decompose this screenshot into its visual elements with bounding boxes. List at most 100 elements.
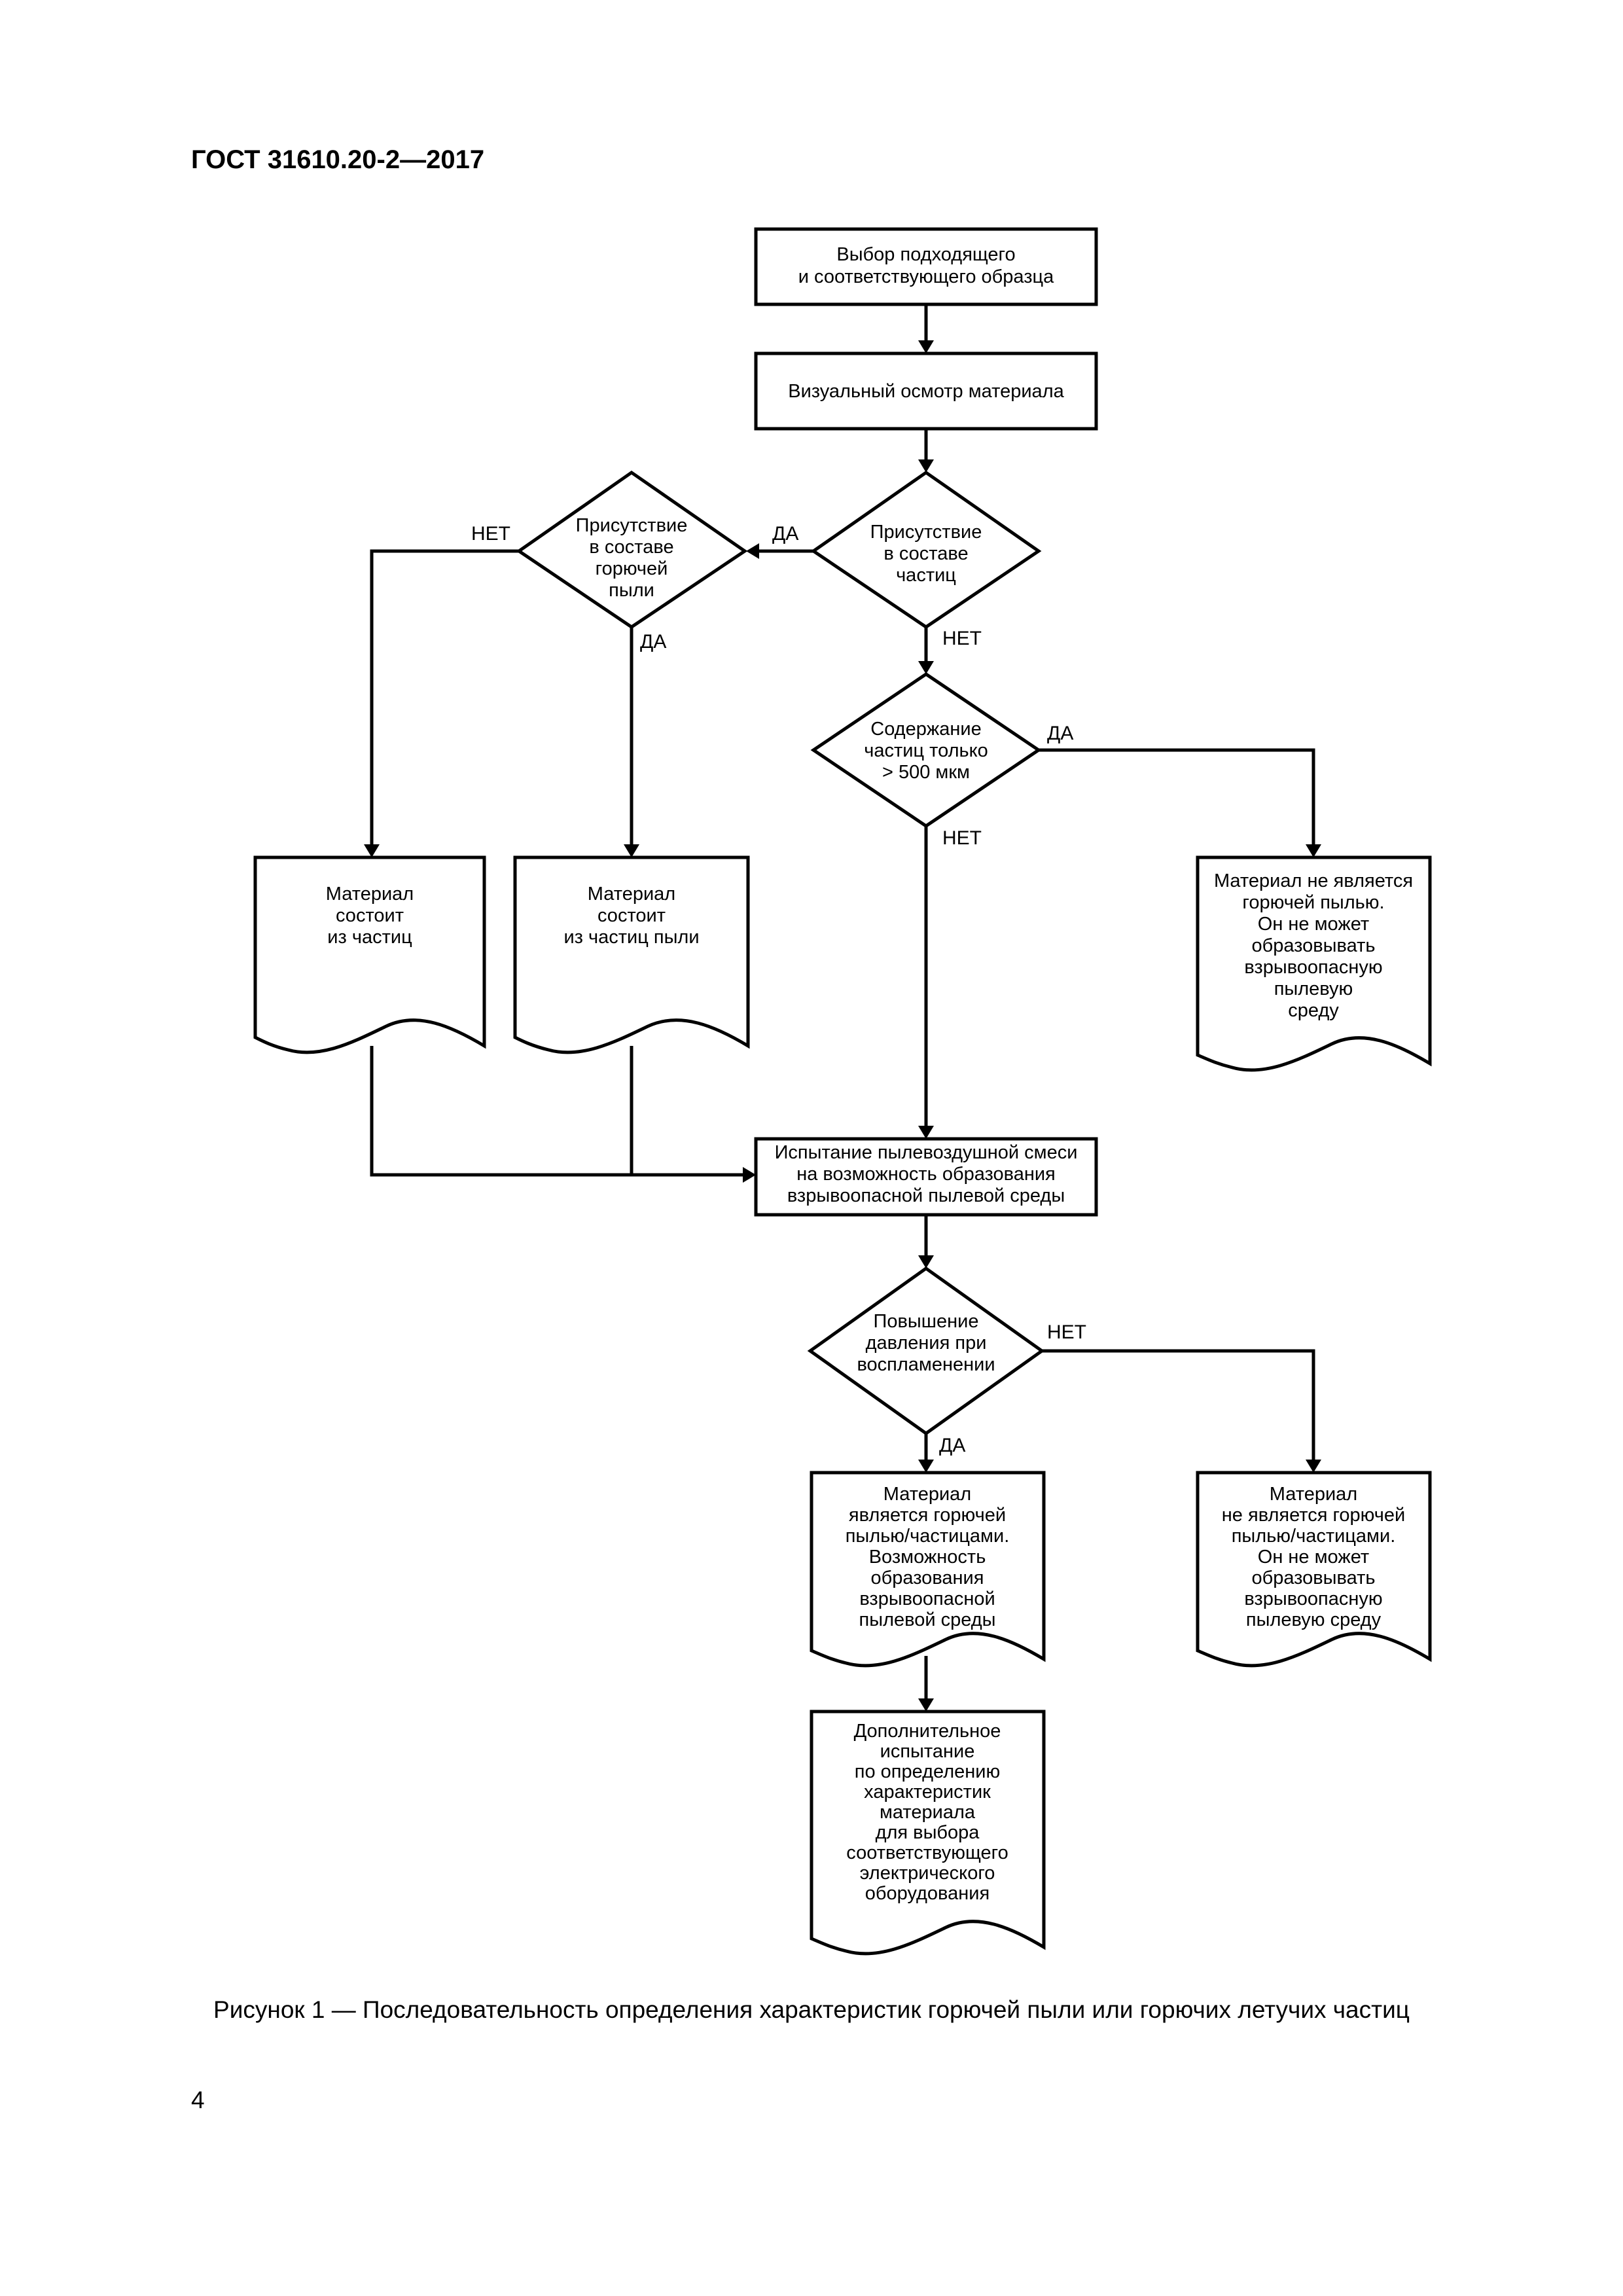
node-text-line: горючей пылью.: [1242, 892, 1384, 913]
node-text-line: является горючей: [849, 1505, 1006, 1526]
arrowhead: [918, 1460, 934, 1473]
node-text-line: давления при: [866, 1333, 987, 1354]
connectors: [364, 304, 1321, 1712]
arrow-dust-no-to-material-particles: [370, 549, 519, 851]
node-text-line: частиц только: [864, 740, 988, 761]
node-text-line: пыли: [609, 580, 654, 601]
node-text-line: и соответствующего образца: [798, 266, 1054, 287]
node-mixture-test: Испытание пылевоздушной смеси на возможн…: [754, 1137, 1098, 1217]
page-number: 4: [191, 2087, 205, 2113]
node-text-line: Он не может: [1258, 914, 1369, 935]
label-yes: ДА: [1047, 723, 1073, 744]
node-text-line: состоит: [336, 905, 404, 926]
arrowhead: [918, 1255, 934, 1268]
label-no: НЕТ: [471, 523, 510, 545]
node-text-line: Испытание пылевоздушной смеси: [775, 1142, 1078, 1163]
arrowhead: [918, 661, 934, 674]
node-text-line: оборудования: [865, 1883, 990, 1904]
arrow-size-yes-to-not-combustible: [1039, 748, 1315, 851]
node-text-line: взрывоопасную: [1244, 1588, 1382, 1609]
node-visual-inspection: Визуальный осмотр материала: [754, 351, 1098, 431]
node-text-line: образования: [871, 1568, 984, 1588]
node-text-line: не является горючей: [1222, 1505, 1405, 1526]
node-text-line: материала: [880, 1802, 976, 1823]
node-text-line: Возможность: [869, 1547, 986, 1568]
node-text-line: среду: [1288, 1000, 1339, 1021]
standard-header: ГОСТ 31610.20-2—2017: [191, 145, 485, 174]
node-text-line: в составе: [589, 537, 673, 558]
node-text-line: испытание: [880, 1741, 975, 1762]
node-text-line: Содержание: [870, 719, 981, 740]
node-not-combustible: Материал не является горючей пылью. Он н…: [1196, 855, 1432, 1072]
node-text-line: из частиц: [327, 927, 412, 948]
node-text-line: из частиц пыли: [563, 927, 699, 948]
node-text-line: на возможность образования: [796, 1164, 1056, 1185]
node-text-line: для выбора: [876, 1822, 980, 1843]
arrowhead: [918, 459, 934, 473]
arrowhead: [364, 844, 380, 857]
node-text-line: частиц: [896, 565, 956, 586]
node-text-line: характеристик: [864, 1782, 991, 1803]
node-select-sample: Выбор подходящего и соответствующего обр…: [754, 227, 1098, 306]
node-text-line: взрывоопасной пылевой среды: [787, 1185, 1065, 1206]
node-is-combustible: Материал является горючей пылью/частицам…: [810, 1471, 1046, 1668]
node-text-line: взрывоопасной: [859, 1588, 995, 1609]
edge-labels: ДА НЕТ ДА НЕТ ДА НЕТ НЕТ ДА: [471, 523, 1086, 1456]
node-text-line: Присутствие: [576, 515, 688, 536]
arrowhead: [1306, 844, 1321, 857]
node-pressure-rise: Повышение давления при воспламенении: [807, 1266, 1045, 1436]
node-text-line: образовывать: [1252, 935, 1376, 956]
node-text-line: > 500 мкм: [882, 762, 970, 783]
node-text-line: пылью/частицами.: [846, 1526, 1010, 1547]
node-material-particles: Материал состоит из частиц: [253, 855, 486, 1054]
node-size-check: Содержание частиц только > 500 мкм: [810, 672, 1042, 829]
arrow-pressure-no-to-not-combustible: [1042, 1349, 1315, 1466]
node-text-line: Материал: [588, 884, 675, 905]
node-text-line: горючей: [596, 558, 668, 579]
arrow-materials-to-mixture: [370, 1046, 746, 1177]
node-text-line: Материал: [883, 1484, 971, 1505]
node-text-line: по определению: [855, 1761, 1000, 1782]
arrowhead: [1306, 1460, 1321, 1473]
node-text-line: Он не может: [1258, 1547, 1369, 1568]
node-text-line: Выбор подходящего: [836, 244, 1015, 265]
node-text-line: образовывать: [1252, 1568, 1376, 1588]
arrowhead: [918, 1698, 934, 1712]
node-text-line: Дополнительное: [854, 1721, 1001, 1742]
node-not-combustible-2: Материал не является горючей пылью/части…: [1196, 1471, 1432, 1668]
node-text-line: пылью/частицами.: [1232, 1526, 1396, 1547]
node-text-line: взрывоопасную: [1244, 957, 1382, 978]
node-text-line: Материал: [1270, 1484, 1357, 1505]
label-no: НЕТ: [1047, 1321, 1086, 1343]
node-text-line: пылевую среду: [1246, 1609, 1382, 1630]
node-text-line: электрического: [860, 1863, 995, 1884]
node-text-line: Материал: [326, 884, 414, 905]
node-text-line: Повышение: [874, 1311, 979, 1332]
node-dust-present: Присутствие в составе горючей пыли: [516, 470, 748, 630]
label-no: НЕТ: [942, 628, 982, 649]
arrowhead: [746, 543, 759, 559]
figure-caption: Рисунок 1 — Последовательность определен…: [213, 1996, 1410, 2023]
node-particles-present: Присутствие в составе частиц: [810, 470, 1042, 630]
node-text-line: состоит: [597, 905, 666, 926]
arrowhead: [918, 1126, 934, 1139]
node-text-line: воспламенении: [857, 1354, 995, 1375]
label-yes: ДА: [939, 1435, 965, 1456]
node-text-line: в составе: [883, 543, 968, 564]
arrowhead: [918, 340, 934, 353]
arrowhead: [624, 844, 639, 857]
arrowhead: [743, 1167, 756, 1183]
node-material-dust: Материал состоит из частиц пыли: [513, 855, 750, 1054]
label-no: НЕТ: [942, 827, 982, 849]
node-additional-test: Дополнительное испытание по определению …: [810, 1710, 1046, 1956]
label-yes: ДА: [640, 631, 666, 653]
node-text-line: пылевой среды: [859, 1609, 996, 1630]
node-text-line: Присутствие: [870, 522, 982, 543]
node-text-line: соответствующего: [846, 1842, 1008, 1863]
label-yes: ДА: [772, 523, 798, 545]
node-text-line: Визуальный осмотр материала: [788, 381, 1064, 402]
node-text-line: пылевую: [1274, 978, 1353, 999]
node-text-line: Материал не является: [1214, 870, 1413, 891]
